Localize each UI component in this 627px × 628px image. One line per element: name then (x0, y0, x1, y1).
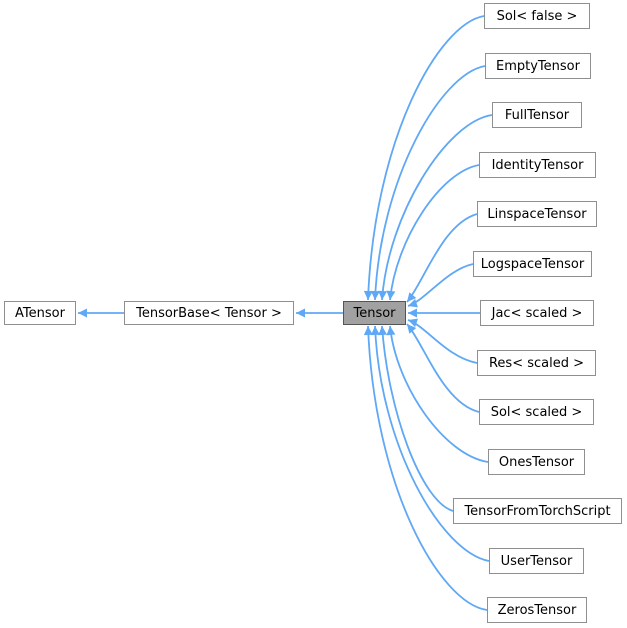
node-sol-scaled[interactable]: Sol< scaled > (479, 399, 594, 425)
node-label: LogspaceTensor (480, 256, 585, 272)
node-res-scaled[interactable]: Res< scaled > (477, 350, 596, 376)
node-label: FullTensor (504, 107, 570, 123)
node-label: TensorBase< Tensor > (136, 305, 282, 321)
node-zeros-tensor[interactable]: ZerosTensor (487, 597, 587, 623)
node-label: Tensor (353, 305, 396, 321)
node-full-tensor[interactable]: FullTensor (492, 102, 582, 128)
edge-emptytensor (370, 65, 486, 301)
edge-onestensor (386, 325, 489, 463)
node-label: ATensor (15, 305, 65, 321)
node-tensorbase-tensor[interactable]: TensorBase< Tensor > (124, 301, 294, 325)
edge-fulltensor (378, 114, 493, 301)
edge-usertensor (370, 325, 490, 562)
node-label: LinspaceTensor (487, 206, 587, 222)
node-label: Sol< scaled > (490, 404, 583, 420)
edge-identitytensor (386, 164, 480, 301)
edge-sol-scaled (406, 323, 480, 413)
edge-logspacetensor (407, 263, 474, 308)
node-sol-false[interactable]: Sol< false > (484, 3, 590, 29)
node-logspace-tensor[interactable]: LogspaceTensor (473, 251, 592, 277)
node-identity-tensor[interactable]: IdentityTensor (479, 152, 596, 178)
node-tensor-from-torch-script[interactable]: TensorFromTorchScript (453, 498, 622, 524)
edge-linspacetensor (406, 213, 478, 303)
edge-res-scaled (407, 318, 478, 364)
node-label: UserTensor (500, 553, 573, 569)
node-empty-tensor[interactable]: EmptyTensor (485, 53, 591, 79)
node-ones-tensor[interactable]: OnesTensor (488, 449, 585, 475)
node-label: EmptyTensor (496, 58, 580, 74)
node-label: IdentityTensor (491, 157, 584, 173)
node-label: ZerosTensor (497, 602, 577, 618)
edge-sol-false (363, 15, 485, 301)
edge-tensorfromtorchscript (378, 325, 454, 512)
node-user-tensor[interactable]: UserTensor (489, 548, 584, 574)
node-label: TensorFromTorchScript (464, 503, 611, 519)
edge-zerostensor (363, 325, 488, 611)
node-label: Sol< false > (496, 8, 578, 24)
node-jac-scaled[interactable]: Jac< scaled > (480, 300, 594, 326)
node-label: Res< scaled > (488, 355, 585, 371)
node-tensor-current: Tensor (343, 301, 406, 325)
node-linspace-tensor[interactable]: LinspaceTensor (477, 201, 597, 227)
node-atensor[interactable]: ATensor (4, 301, 76, 325)
node-label: Jac< scaled > (491, 305, 583, 321)
node-label: OnesTensor (498, 454, 575, 470)
